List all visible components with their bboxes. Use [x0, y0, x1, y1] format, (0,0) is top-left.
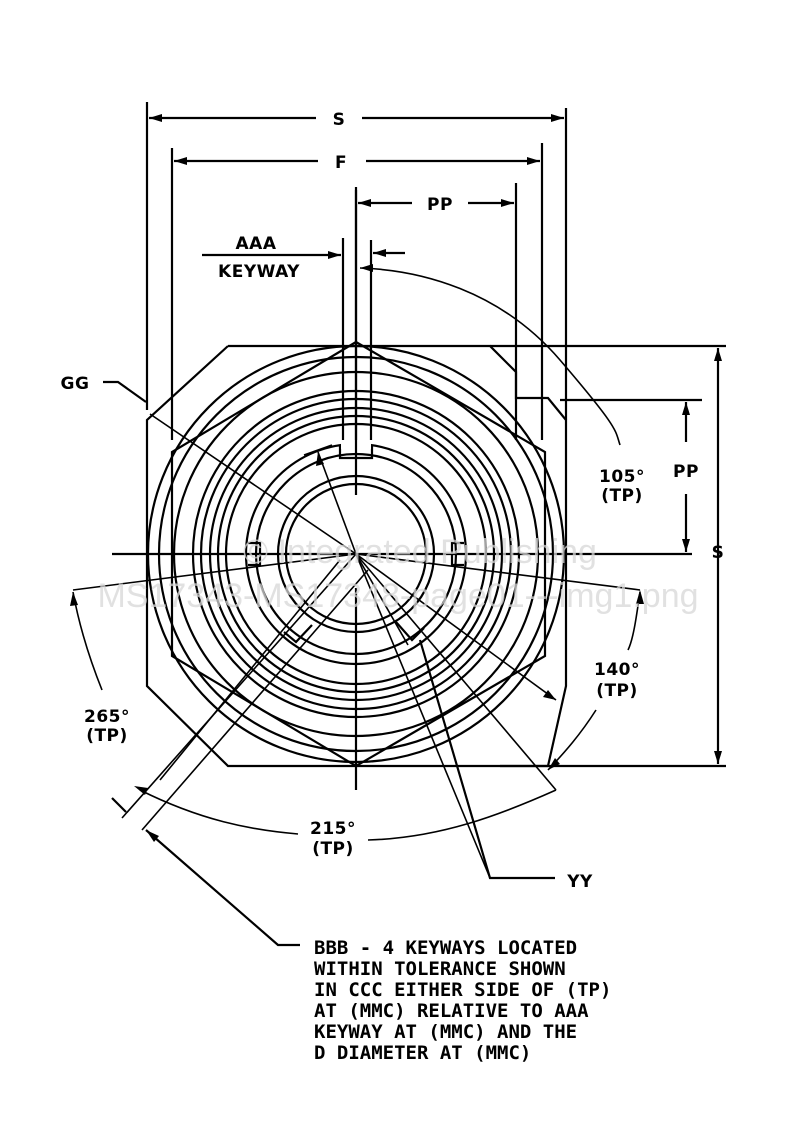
angle-105-arc: [359, 264, 621, 446]
dimension-aaa-keyway: AAA KEYWAY: [202, 234, 405, 440]
angle-140-value: 140°: [594, 660, 640, 680]
leader-gg-label: GG: [61, 374, 90, 394]
angle-265-arc: [70, 591, 103, 691]
watermark-line1: © Integrated Publishing: [243, 533, 597, 571]
dimension-pp-right-label: PP: [673, 462, 699, 482]
angle-140-qualifier: (TP): [596, 681, 638, 701]
angle-105-qualifier: (TP): [601, 486, 643, 506]
angle-105-value: 105°: [599, 467, 645, 487]
leader-bbb: [111, 797, 300, 947]
dimension-s-right-label: S: [712, 543, 725, 563]
dimension-f: F: [170, 143, 544, 440]
leader-yy: YY: [418, 639, 593, 892]
watermark-line2: MS17343-MS17348-page01---img1.png: [97, 577, 698, 615]
note-line: IN CCC EITHER SIDE OF (TP): [314, 979, 611, 1001]
dimension-s-label: S: [333, 110, 346, 130]
note-line: D DIAMETER AT (MMC): [314, 1042, 531, 1064]
dimension-pp-top-label: PP: [427, 195, 453, 215]
angle-265-qualifier: (TP): [86, 726, 128, 746]
dimension-f-label: F: [335, 153, 347, 173]
note-line: WITHIN TOLERANCE SHOWN: [314, 958, 566, 980]
angle-labels: 105° (TP) 140° (TP) 215° (TP) 265° (TP): [84, 467, 645, 859]
angle-215-qualifier: (TP): [312, 839, 354, 859]
keyway-label-keyway: KEYWAY: [218, 262, 300, 282]
note-line: BBB - 4 KEYWAYS LOCATED: [314, 937, 577, 959]
angle-140-arc: [547, 590, 644, 771]
note-line: KEYWAY AT (MMC) AND THE: [314, 1021, 577, 1043]
note-line: AT (MMC) RELATIVE TO AAA: [314, 1000, 589, 1022]
leader-gg: GG: [61, 374, 147, 403]
angle-265-value: 265°: [84, 707, 130, 727]
radial-lines: [72, 413, 641, 879]
note-block: BBB - 4 KEYWAYS LOCATED WITHIN TOLERANCE…: [314, 937, 611, 1064]
leader-yy-label: YY: [566, 872, 593, 892]
angle-215-value: 215°: [310, 819, 356, 839]
horizontal-centerline: S: [112, 543, 724, 563]
watermark: © Integrated Publishing MS17343-MS17348-…: [97, 533, 698, 615]
dimension-pp-right: PP: [560, 398, 702, 552]
angle-215-arc: [134, 786, 557, 841]
keyway-label-aaa: AAA: [236, 234, 277, 254]
